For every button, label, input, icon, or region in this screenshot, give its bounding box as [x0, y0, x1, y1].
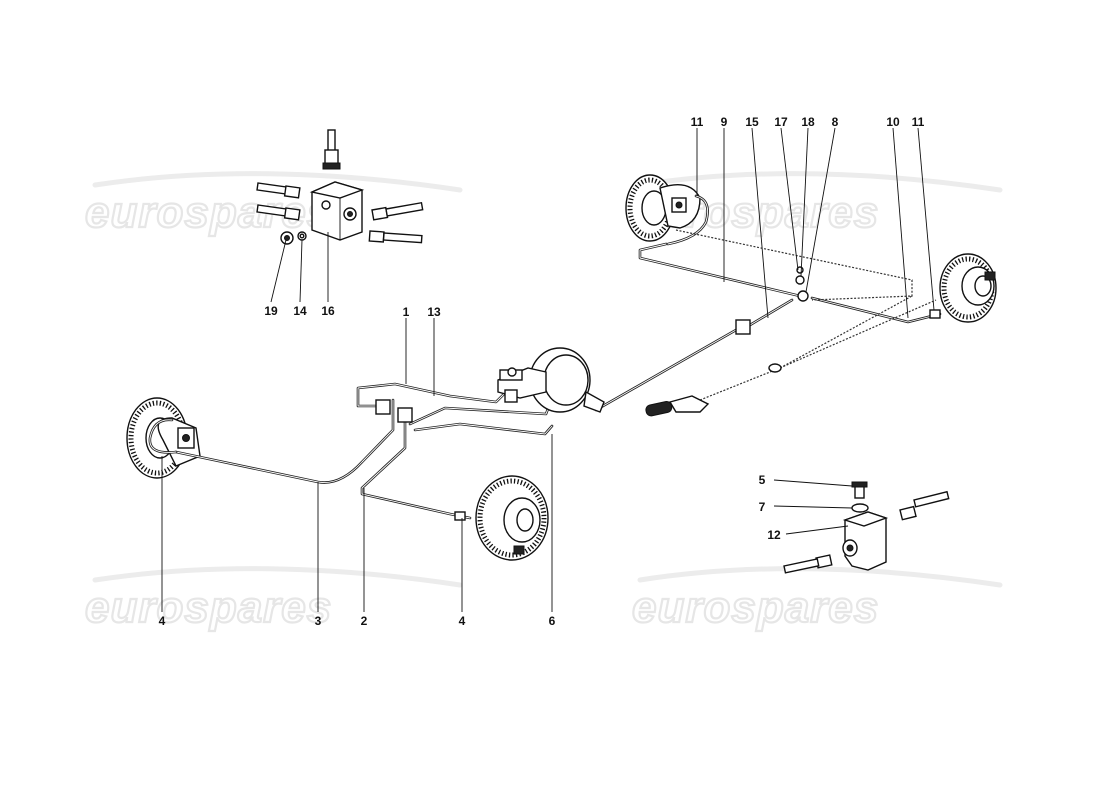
- callout-7: 7: [759, 500, 766, 514]
- watermark-bottom-left: eurospares: [85, 583, 332, 632]
- callout-14: 14: [293, 304, 307, 318]
- front-right-brake-disc: [475, 475, 549, 561]
- handbrake-cables: [675, 229, 937, 401]
- callout-labels: 1 13 19 14 16 11 9 15 17 18 8 10 11 4 3 …: [159, 115, 925, 628]
- callout-11-right: 11: [912, 115, 925, 129]
- callout-18: 18: [801, 115, 815, 129]
- front-left-brake-disc: [126, 397, 201, 479]
- callout-16: 16: [321, 304, 335, 318]
- callout-15: 15: [745, 115, 759, 129]
- callout-6: 6: [549, 614, 556, 628]
- callout-13: 13: [427, 305, 441, 319]
- callout-12: 12: [767, 528, 781, 542]
- callout-17: 17: [774, 115, 788, 129]
- callout-1: 1: [403, 305, 410, 319]
- callout-2: 2: [361, 614, 368, 628]
- callout-9: 9: [721, 115, 728, 129]
- callout-4-right: 4: [459, 614, 466, 628]
- inset-pressure-valve: [783, 481, 950, 574]
- callout-8: 8: [832, 115, 839, 129]
- inset-distribution-block: [256, 129, 424, 245]
- callout-10: 10: [886, 115, 900, 129]
- callout-4-left: 4: [159, 614, 166, 628]
- callout-11-left: 11: [691, 115, 704, 129]
- leader-lines: [161, 127, 935, 612]
- rear-left-brake-disc: [625, 174, 701, 242]
- callout-5: 5: [759, 473, 766, 487]
- handbrake-lever: [645, 395, 710, 417]
- callout-19: 19: [264, 304, 278, 318]
- rear-right-brake-disc: [939, 253, 997, 323]
- watermark-bottom-right: eurospares: [632, 583, 879, 632]
- callout-3: 3: [315, 614, 322, 628]
